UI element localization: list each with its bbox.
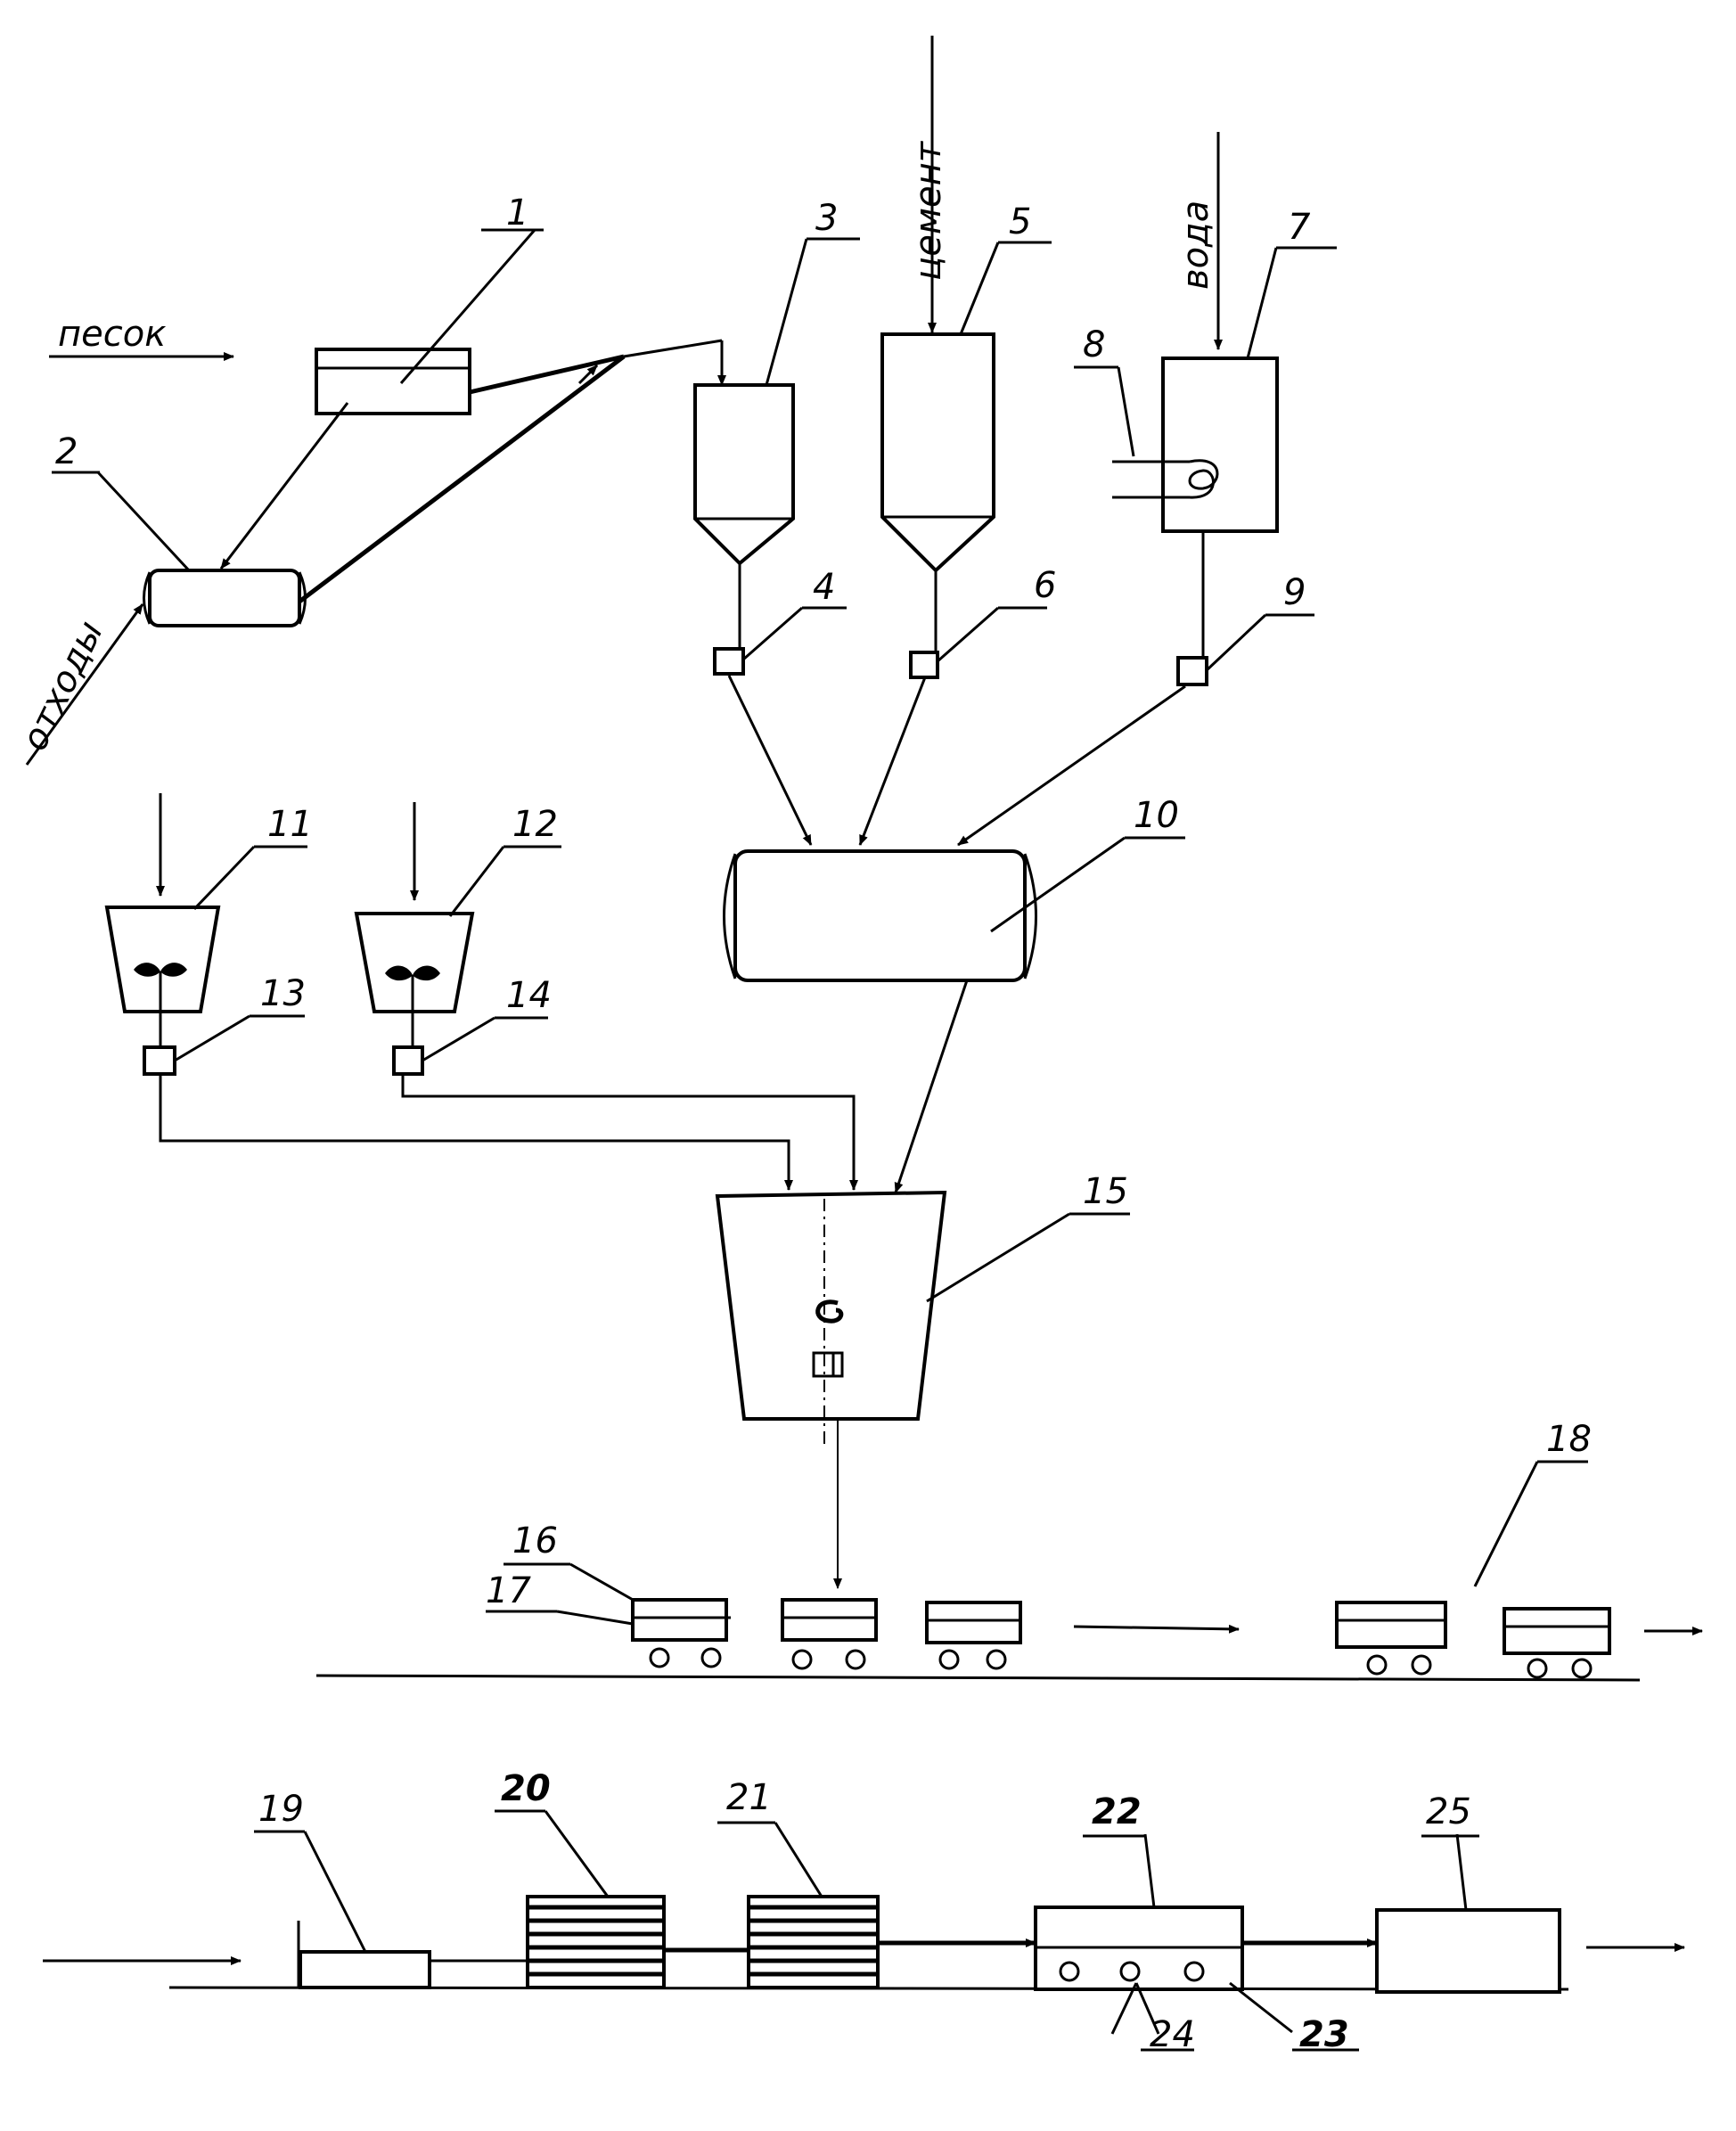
doser14-to-mixer15-pipe bbox=[401, 1074, 858, 1191]
leader-18 bbox=[1473, 1461, 1539, 1587]
label-2: 2 bbox=[55, 431, 78, 472]
label-3: 3 bbox=[815, 198, 838, 239]
mixer-15 bbox=[715, 1190, 947, 1446]
mixer10-to-mixer15-arrow bbox=[894, 979, 969, 1193]
label-6: 6 bbox=[1034, 565, 1056, 606]
unit-20 bbox=[526, 1895, 666, 1989]
leader-6 bbox=[937, 606, 999, 663]
label-12: 12 bbox=[512, 804, 558, 845]
leader-17 bbox=[556, 1610, 634, 1626]
label-14: 14 bbox=[506, 975, 552, 1016]
label-8: 8 bbox=[1083, 324, 1105, 365]
additive-tank-11 bbox=[104, 906, 221, 1047]
cart-16 bbox=[631, 1598, 731, 1668]
belt-to-hopper3 bbox=[623, 339, 723, 358]
cart-2 bbox=[781, 1598, 878, 1670]
heater-coil-8 bbox=[1112, 459, 1219, 499]
drum-to-hopper3-belt bbox=[298, 355, 626, 603]
leader-4 bbox=[742, 606, 803, 661]
leader-13 bbox=[174, 1014, 250, 1062]
cement-silo-5 bbox=[880, 332, 995, 573]
doser-4 bbox=[713, 647, 745, 676]
unit-25 bbox=[1375, 1908, 1561, 1994]
doser6-to-mixer-arrow bbox=[858, 676, 927, 846]
label-21: 21 bbox=[726, 1777, 772, 1818]
label-1: 1 bbox=[506, 193, 528, 234]
leader-22 bbox=[1143, 1833, 1156, 1908]
cart-5 bbox=[1503, 1607, 1611, 1679]
leader-2 bbox=[96, 471, 191, 572]
label-17: 17 bbox=[486, 1570, 531, 1611]
label-11: 11 bbox=[267, 804, 313, 845]
leader-21 bbox=[774, 1822, 823, 1897]
carts-direction-arrow bbox=[1073, 1624, 1240, 1634]
doser13-to-mixer15-pipe bbox=[159, 1074, 793, 1191]
label-16: 16 bbox=[512, 1520, 558, 1561]
label-15: 15 bbox=[1083, 1171, 1128, 1212]
unit-22 bbox=[1034, 1906, 1244, 1991]
unit-19 bbox=[297, 1921, 431, 1989]
doser4-to-mixer-arrow bbox=[727, 675, 813, 846]
leader-1 bbox=[399, 229, 536, 384]
leader-20 bbox=[544, 1810, 610, 1897]
cart-4 bbox=[1335, 1601, 1447, 1676]
label-24: 24 bbox=[1150, 2014, 1195, 2055]
sand-drum-2 bbox=[143, 569, 307, 627]
leader-25 bbox=[1455, 1833, 1468, 1911]
label-23: 23 bbox=[1299, 2014, 1349, 2055]
belt-arrowhead bbox=[577, 364, 599, 385]
leader-16 bbox=[569, 1562, 635, 1602]
label-7: 7 bbox=[1288, 207, 1311, 248]
label-9: 9 bbox=[1283, 572, 1306, 613]
sand-screen-1 bbox=[315, 348, 625, 415]
sand-label: песок bbox=[58, 314, 166, 355]
screen-to-drum-arrow bbox=[219, 402, 349, 570]
doser-6 bbox=[909, 651, 939, 679]
waste-label: отходы bbox=[14, 615, 111, 758]
label-5: 5 bbox=[1009, 201, 1031, 242]
leader-8 bbox=[1117, 366, 1135, 457]
mixer-10 bbox=[723, 849, 1037, 982]
label-18: 18 bbox=[1546, 1419, 1592, 1460]
label-13: 13 bbox=[260, 973, 306, 1014]
leader-19 bbox=[303, 1831, 367, 1953]
doser-9 bbox=[1176, 656, 1208, 686]
water-label: вода bbox=[1175, 201, 1216, 290]
label-20: 20 bbox=[501, 1768, 551, 1809]
leader-11 bbox=[192, 845, 256, 911]
leader-5 bbox=[959, 242, 1000, 335]
cart-3 bbox=[925, 1601, 1022, 1670]
waste-output-arrow bbox=[25, 603, 144, 766]
rail-track bbox=[315, 1674, 1641, 1682]
leader-12 bbox=[448, 846, 505, 917]
label-4: 4 bbox=[813, 567, 835, 608]
unit-21 bbox=[747, 1895, 880, 1989]
leader-10 bbox=[990, 836, 1126, 933]
doser-13 bbox=[143, 1045, 176, 1076]
cement-label: цемент bbox=[908, 140, 949, 281]
leader-3 bbox=[765, 238, 808, 386]
label-10: 10 bbox=[1134, 795, 1179, 836]
leader-14 bbox=[422, 1016, 495, 1062]
label-25: 25 bbox=[1426, 1791, 1471, 1832]
doser-14 bbox=[392, 1045, 424, 1076]
leader-24a bbox=[1110, 1982, 1138, 2035]
water-tank-7 bbox=[1161, 357, 1279, 533]
sand-hopper-3 bbox=[693, 383, 795, 566]
label-19: 19 bbox=[258, 1789, 304, 1830]
doser9-to-mixer-arrow bbox=[957, 684, 1186, 847]
leader-23 bbox=[1229, 1981, 1293, 2034]
leader-24b bbox=[1134, 1982, 1160, 2035]
additive-tank-12 bbox=[354, 912, 475, 1047]
leader-15 bbox=[926, 1212, 1070, 1303]
leader-9 bbox=[1205, 613, 1267, 672]
leader-7 bbox=[1246, 247, 1278, 359]
label-22: 22 bbox=[1092, 1791, 1142, 1832]
